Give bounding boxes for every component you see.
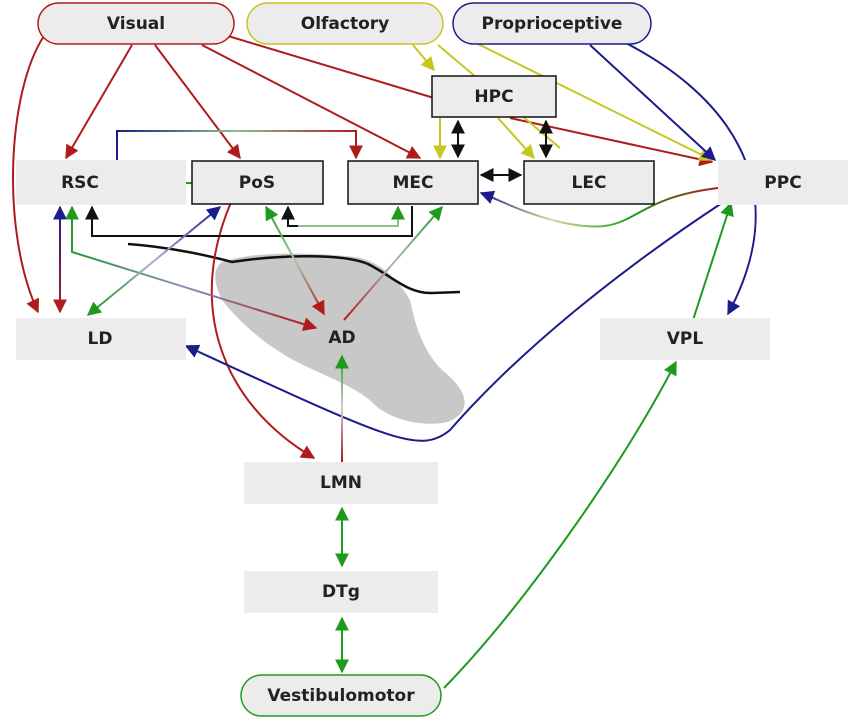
node-proprioceptive: Proprioceptive [452,2,652,45]
node-lmn: LMN [244,462,438,504]
node-vpl-label: VPL [667,329,704,349]
node-visual: Visual [37,2,235,45]
edge-vestibulomotor-vpl [443,360,677,689]
node-vestibulomotor: Vestibulomotor [240,674,442,717]
node-vpl: VPL [600,318,770,360]
node-lec: LEC [523,160,655,205]
edge-hpc-ppc-red [509,117,714,167]
node-mec: MEC [347,160,479,205]
edge-mec-pos [281,205,298,227]
node-dtg-label: DTg [322,582,360,602]
node-ad-label: AD [328,328,355,348]
node-mec-label: MEC [392,173,433,193]
node-ppc: PPC [718,160,848,205]
node-olfactory: Olfactory [246,2,444,45]
nodes: Visual Olfactory Proprioceptive HPC RSC … [16,2,848,717]
edge-ld-pos [86,206,222,316]
edge-visual-hpc [227,35,435,99]
node-pos-label: PoS [239,173,275,193]
edge-visual-mec [201,44,422,159]
edge-rsc-ad [65,205,318,331]
edge-visual-rsc [65,44,133,160]
edge-proprio-ppc [589,44,717,161]
edge-vpl-ppc [692,201,734,321]
node-pos: PoS [191,160,324,205]
edge-ad-mec [343,205,443,321]
node-ppc-label: PPC [764,173,801,193]
edge-visual-pos [154,44,241,160]
node-ld: LD [16,318,186,360]
node-rsc-label: RSC [61,173,99,193]
node-vestibulomotor-label: Vestibulomotor [267,686,415,706]
node-olfactory-label: Olfactory [301,14,390,34]
edge-ppc-ld [184,202,723,442]
edge-ppc-mec [479,187,719,228]
edge-olfactory-ppc [469,39,714,161]
edge-hpc-lec-yel [497,117,535,160]
edge-mec-rsc [85,205,413,237]
node-ad: AD [328,328,355,348]
node-rsc: RSC [16,160,186,205]
node-lec-label: LEC [572,173,607,193]
edge-visual-ld [12,35,45,314]
edge-olfactory-hpc [412,44,435,72]
node-hpc-label: HPC [474,87,513,107]
node-ld-label: LD [88,329,113,349]
edge-pos-mec-green [298,205,405,227]
node-proprioceptive-label: Proprioceptive [482,14,623,34]
node-dtg: DTg [244,571,438,613]
node-hpc: HPC [431,75,557,118]
node-visual-label: Visual [107,14,165,34]
edge-pos-ad [265,205,325,316]
node-lmn-label: LMN [320,473,362,493]
edge-rsc-mec-top [116,130,363,160]
connections [12,35,757,689]
edge-proprio-vpl [619,39,757,316]
